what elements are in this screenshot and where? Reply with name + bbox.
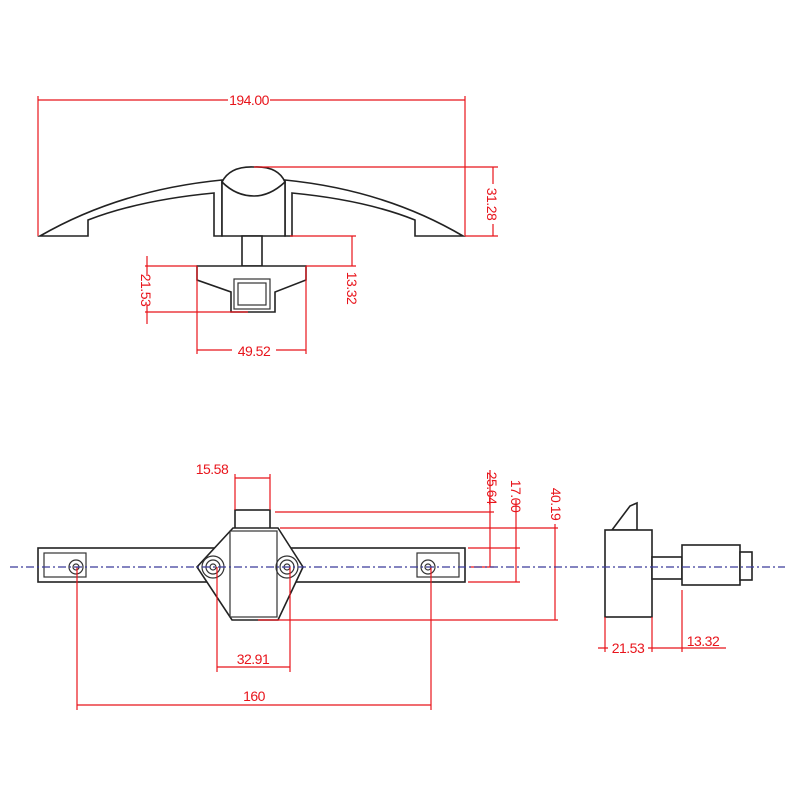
slot-left bbox=[43, 552, 87, 578]
dim-hole-spacing-inner: 32.91 bbox=[237, 651, 270, 667]
side-body bbox=[604, 529, 653, 618]
shaft bbox=[651, 556, 683, 580]
front-view: 15.58 25.64 17.00 40.19 32.91 160 bbox=[37, 461, 564, 710]
dim-side-body-depth: 21.53 bbox=[612, 640, 645, 656]
dim-hub-height: 40.19 bbox=[548, 488, 564, 521]
dim-shaft-length: 13.32 bbox=[687, 633, 720, 649]
hub-cap bbox=[221, 166, 286, 197]
wedge bbox=[610, 501, 638, 531]
top-view: 194.00 31.28 13.32 21.53 49.52 bbox=[37, 90, 502, 359]
dim-bar-height: 17.00 bbox=[508, 480, 524, 513]
side-view: 21.53 13.32 bbox=[598, 501, 753, 656]
latch-slot bbox=[233, 278, 271, 310]
cylinder bbox=[681, 544, 741, 586]
dim-tab-width: 15.58 bbox=[196, 461, 229, 477]
handle-arch-right bbox=[284, 179, 466, 237]
dim-tab-height: 25.64 bbox=[484, 472, 500, 505]
dim-stem-offset: 13.32 bbox=[344, 272, 360, 305]
dim-height: 31.28 bbox=[484, 188, 500, 221]
dim-hole-spacing-outer: 160 bbox=[243, 688, 266, 704]
slot-right bbox=[416, 552, 460, 578]
hub-body bbox=[229, 530, 278, 618]
dim-overall-width: 194.00 bbox=[229, 92, 270, 108]
handle-arch bbox=[37, 179, 223, 237]
shaft-tip bbox=[739, 551, 753, 581]
stem bbox=[241, 235, 263, 267]
dim-body-depth: 21.53 bbox=[138, 274, 154, 307]
label-bg bbox=[549, 484, 563, 524]
latch-slot-inner bbox=[237, 282, 267, 306]
label-bg bbox=[608, 638, 648, 656]
label-bg bbox=[228, 90, 270, 108]
dim-body-width: 49.52 bbox=[238, 343, 271, 359]
label-bg bbox=[232, 341, 276, 359]
latch-tab bbox=[234, 509, 271, 531]
label-bg bbox=[486, 184, 502, 224]
